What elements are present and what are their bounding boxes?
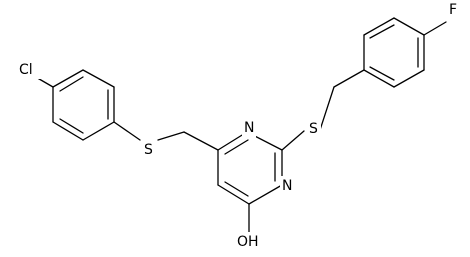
atom-hydroxyl: OH <box>237 234 259 250</box>
atom-sulfur-right: S <box>309 121 318 137</box>
bond-ring-s <box>113 121 141 141</box>
pyrimidine-ring <box>217 131 283 205</box>
atom-nitrogen-bottom: N <box>282 178 292 194</box>
bond-c-s2 <box>281 130 305 151</box>
bond-ch2-fluorophenyl <box>333 69 365 88</box>
bond-ch2-pyrimidine <box>183 131 219 151</box>
atom-chlorine: Cl <box>19 62 33 78</box>
bond-s-ch2 <box>157 131 185 141</box>
atom-sulfur-left: S <box>144 142 153 158</box>
bond-s2-ch2 <box>319 86 335 131</box>
chlorophenyl-ring <box>52 69 115 141</box>
bond-f <box>423 21 447 36</box>
fluorophenyl-ring <box>363 17 425 88</box>
atom-nitrogen-top: N <box>244 120 254 136</box>
atom-fluorine: F <box>449 2 457 18</box>
